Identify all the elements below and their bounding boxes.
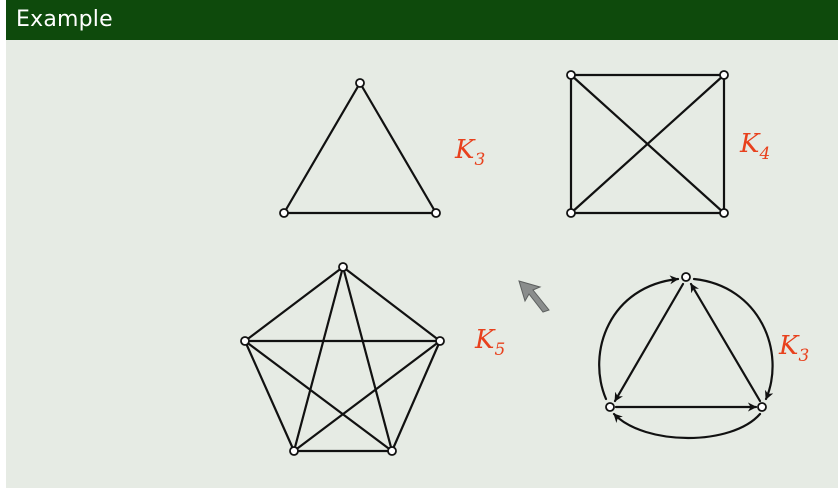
k3d-curve-left-to-top <box>598 275 680 401</box>
graph-k4: K4 <box>566 70 770 218</box>
left-margin-strip <box>0 0 6 494</box>
k4-vertex-bottom-left <box>566 208 576 218</box>
mouse-cursor-icon <box>518 280 550 313</box>
k3d-curve-top-to-right <box>692 277 774 401</box>
k3d-edge-right-to-top <box>689 282 762 403</box>
k5-vertex-bottom-left <box>289 446 299 456</box>
k4-edge-diagonal-2 <box>569 73 726 215</box>
k4-vertex-bottom-right <box>719 208 729 218</box>
k3d-vertex-right <box>757 402 767 412</box>
k4-vertex-top-right <box>719 70 729 80</box>
k4-vertex-top-left <box>566 70 576 80</box>
k3-vertex-top <box>355 78 365 88</box>
k5-edge-b-d <box>292 339 442 453</box>
k5-edge-e-a <box>243 265 345 343</box>
k5-edge-b-c <box>390 339 442 453</box>
k3d-vertex-left <box>605 402 615 412</box>
k4-label: K4 <box>739 129 770 164</box>
k5-edge-a-c <box>341 265 394 453</box>
graph-k3-directed: K3 <box>598 272 809 440</box>
graph-k5: K5 <box>240 262 505 456</box>
k3-vertex-bottom-right <box>431 208 441 218</box>
slide-title: Example <box>16 7 113 32</box>
graph-k3: K3 <box>279 78 485 218</box>
k5-vertex-bottom-right <box>387 446 397 456</box>
slide-header: Example <box>6 0 838 40</box>
k3d-curve-right-to-left <box>612 412 762 440</box>
k3-edge-top-right <box>358 81 438 215</box>
k5-edge-d-e <box>243 339 296 453</box>
k3-directed-label: K3 <box>778 331 809 366</box>
k5-vertex-right <box>435 336 445 346</box>
k5-vertex-left <box>240 336 250 346</box>
k5-edge-c-e <box>243 339 394 453</box>
k3d-vertex-top <box>681 272 691 282</box>
k3-edge-top-left <box>282 81 362 215</box>
k5-edge-a-b <box>341 265 442 343</box>
k5-label: K5 <box>474 325 505 360</box>
k3-vertex-bottom-left <box>279 208 289 218</box>
k5-vertex-top <box>338 262 348 272</box>
k3-label: K3 <box>454 135 485 170</box>
bottom-margin-strip <box>0 488 838 494</box>
k5-edge-a-d <box>292 265 345 453</box>
k3d-edge-top-to-left <box>613 282 685 403</box>
